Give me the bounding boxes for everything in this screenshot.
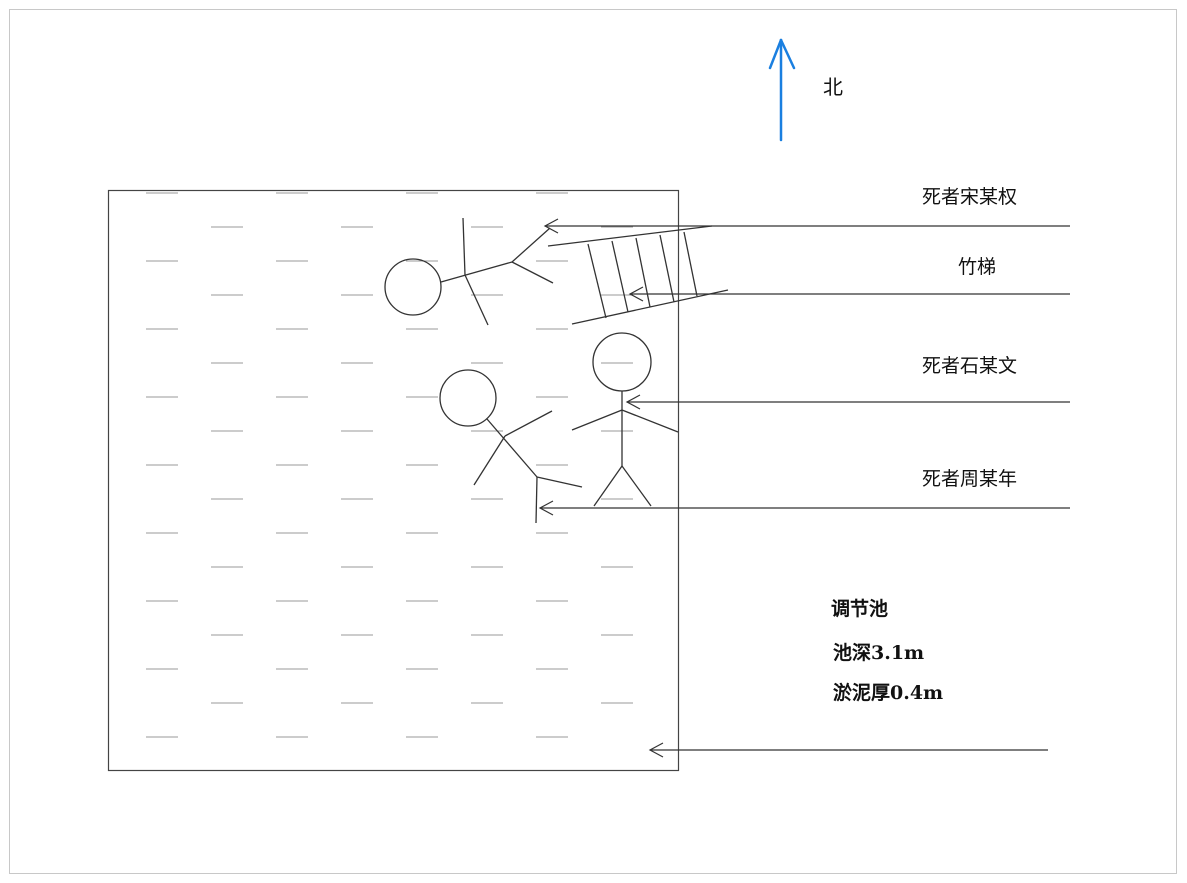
pool-depth-label: 池深3.1m (833, 642, 925, 664)
arrow-ladder (628, 286, 1070, 302)
bamboo-ladder-icon (547, 225, 729, 325)
victim-song-figure (384, 217, 554, 326)
leader-arrows (538, 218, 1070, 758)
arrow-song (543, 218, 1070, 234)
victim-zhou-label: 死者周某年 (922, 468, 1018, 490)
north-label: 北 (823, 75, 843, 99)
outer-border (9, 9, 1177, 874)
sludge-thickness-label: 淤泥厚0.4m (833, 682, 944, 704)
water-pattern (146, 192, 633, 738)
victim-song-label: 死者宋某权 (922, 186, 1018, 208)
pool-outline (107, 189, 680, 772)
victim-shi-label: 死者石某文 (922, 355, 1018, 377)
victim-shi-figure (571, 332, 679, 507)
arrow-zhou (538, 500, 1070, 516)
arrow-pool (648, 742, 1048, 758)
victim-zhou-figure (439, 369, 583, 524)
north-arrow-icon (768, 38, 796, 142)
ladder-label: 竹梯 (958, 256, 997, 278)
pool-name-label: 调节池 (831, 598, 889, 620)
arrow-shi (625, 394, 1070, 410)
